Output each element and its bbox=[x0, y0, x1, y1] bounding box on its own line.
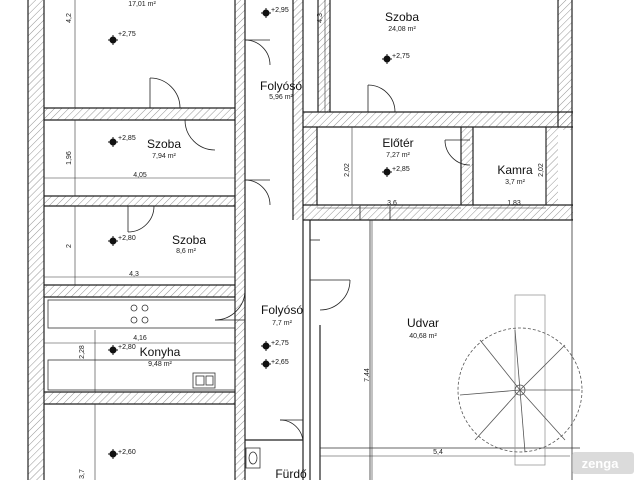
elevation-marker bbox=[108, 236, 118, 246]
tree-symbol bbox=[457, 327, 583, 453]
dimension-label: 4,05 bbox=[133, 172, 147, 179]
elevation-marker bbox=[108, 345, 118, 355]
elevation-markers bbox=[108, 8, 392, 459]
courtyard-outline bbox=[320, 220, 580, 480]
elevation-marker bbox=[261, 359, 271, 369]
elevation-label: +2,85 bbox=[118, 135, 136, 142]
room-area: 3,7 m² bbox=[505, 179, 526, 186]
room-name: Kamra bbox=[497, 163, 533, 177]
dimension-lines bbox=[44, 0, 570, 480]
dimension-label: 1,83 bbox=[507, 200, 521, 207]
dimension-label: 2,02 bbox=[538, 163, 545, 177]
dimension-label: 4,2 bbox=[66, 13, 73, 23]
elevation-marker bbox=[108, 35, 118, 45]
room-area: 17,01 m² bbox=[128, 1, 156, 8]
room-name: Folyósó bbox=[260, 79, 302, 93]
zenga-logo: zenga bbox=[572, 452, 634, 474]
room-name: Fürdő bbox=[275, 467, 307, 480]
dimension-label: 4,3 bbox=[317, 13, 324, 23]
wall-hatching bbox=[28, 0, 573, 480]
dimension-label: 3,7 bbox=[79, 469, 86, 479]
room-name: Konyha bbox=[140, 345, 181, 359]
elevation-label: +2,80 bbox=[118, 344, 136, 351]
dimension-label: 1,96 bbox=[66, 151, 73, 165]
dimension-label: 3,6 bbox=[387, 200, 397, 207]
room-area: 9,48 m² bbox=[148, 361, 172, 368]
elevation-marker bbox=[382, 54, 392, 64]
dimension-label: 4,3 bbox=[129, 271, 139, 278]
dimension-label: 2 bbox=[66, 244, 73, 248]
room-name: Folyósó bbox=[261, 303, 303, 317]
room-area: 7,94 m² bbox=[152, 153, 176, 160]
room-area: 8,6 m² bbox=[176, 248, 197, 255]
bathroom-fixtures bbox=[245, 447, 261, 469]
elevation-label: +2,80 bbox=[118, 235, 136, 242]
room-name: Szoba bbox=[385, 10, 419, 24]
room-area: 5,96 m² bbox=[269, 94, 293, 101]
elevation-labels: +2,75 +2,95 +2,75 +2,85 +2,85 +2,80 +2,7… bbox=[118, 7, 410, 456]
elevation-marker bbox=[108, 449, 118, 459]
dimension-labels: 4,2 4,3 1,96 4,05 2,02 3,6 1,83 2,02 2 4… bbox=[66, 13, 545, 479]
doors bbox=[127, 39, 471, 444]
elevation-marker bbox=[261, 341, 271, 351]
elevation-label: +2,95 bbox=[271, 7, 289, 14]
room-name: Szoba bbox=[147, 137, 181, 151]
dimension-label: 2,02 bbox=[344, 163, 351, 177]
elevation-label: +2,60 bbox=[118, 449, 136, 456]
elevation-marker bbox=[261, 8, 271, 18]
dimension-label: 7,44 bbox=[364, 368, 371, 382]
dimension-label: 5,4 bbox=[433, 449, 443, 456]
elevation-label: +2,75 bbox=[118, 31, 136, 38]
kitchen-counter bbox=[47, 299, 236, 391]
room-name: Előtér bbox=[382, 136, 413, 150]
elevation-marker bbox=[108, 137, 118, 147]
dimension-label: 4,16 bbox=[133, 335, 147, 342]
room-area: 7,7 m² bbox=[272, 320, 293, 327]
elevation-label: +2,65 bbox=[271, 359, 289, 366]
elevation-label: +2,85 bbox=[392, 166, 410, 173]
room-area: 7,27 m² bbox=[386, 152, 410, 159]
room-name: Udvar bbox=[407, 316, 439, 330]
room-area: 40,68 m² bbox=[409, 333, 437, 340]
watermark-text: zenga bbox=[582, 456, 620, 471]
elevation-marker bbox=[382, 167, 392, 177]
dimension-label: 2,28 bbox=[79, 345, 86, 359]
room-area: 24,08 m² bbox=[388, 26, 416, 33]
walls bbox=[27, 0, 573, 480]
elevation-label: +2,75 bbox=[392, 53, 410, 60]
elevation-label: +2,75 bbox=[271, 340, 289, 347]
room-labels: 17,01 m² Szoba 24,08 m² Folyósó 5,96 m² … bbox=[128, 1, 533, 480]
windows bbox=[310, 206, 391, 281]
room-name: Szoba bbox=[172, 233, 206, 247]
